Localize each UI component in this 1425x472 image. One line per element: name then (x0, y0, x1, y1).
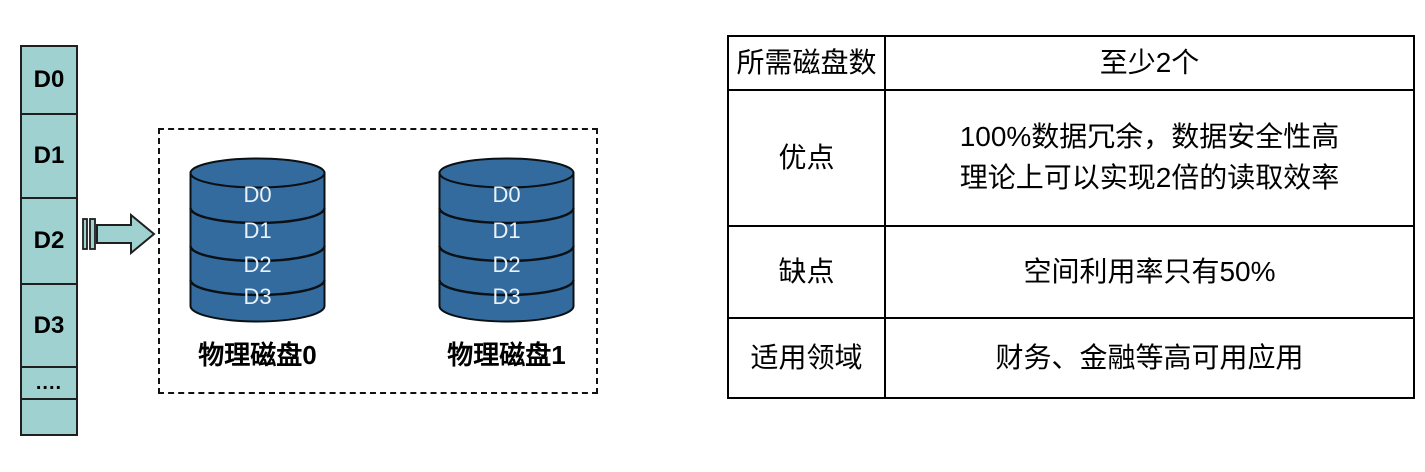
stripe-cell-d0: D0 (20, 45, 78, 115)
raid1-info-table: 所需磁盘数 至少2个 优点 100%数据冗余，数据安全性高 理论上可以实现2倍的… (727, 35, 1415, 399)
disk1-label: 物理磁盘1 (447, 340, 566, 370)
stripe-cell-d3: D3 (20, 283, 78, 368)
disk-cylinder-icon: D0 D1 D2 D3 (189, 157, 326, 323)
disk0-block-d3: D3 (243, 284, 271, 309)
table-header-disadvantages: 缺点 (729, 225, 884, 317)
logical-block-column: D0 D1 D2 D3 .... (20, 45, 78, 436)
disk0-label: 物理磁盘0 (198, 340, 317, 370)
advantages-line-2: 理论上可以实现2倍的读取效率 (959, 162, 1340, 193)
disk0-block-d1: D1 (243, 218, 271, 243)
disk0-block-d2: D2 (243, 252, 271, 277)
stripe-cell-empty (20, 398, 78, 436)
disk1-block-d1: D1 (492, 218, 520, 243)
table-header-application-field: 适用领域 (729, 317, 884, 397)
right-block-arrow-icon (82, 212, 156, 256)
table-value-disks-required: 至少2个 (884, 37, 1413, 89)
advantages-line-1: 100%数据冗余，数据安全性高 (959, 121, 1340, 153)
physical-disk-1: D0 D1 D2 D3 物理磁盘1 (438, 156, 575, 372)
physical-disk-0: D0 D1 D2 D3 物理磁盘0 (189, 156, 326, 372)
disk1-block-d0: D0 (492, 182, 520, 207)
table-header-advantages: 优点 (729, 89, 884, 225)
disk1-block-d2: D2 (492, 252, 520, 277)
stripe-cell-d2: D2 (20, 197, 78, 285)
stripe-cell-d1: D1 (20, 113, 78, 199)
disk-cylinder-icon: D0 D1 D2 D3 (438, 157, 575, 323)
disk1-block-d3: D3 (492, 284, 520, 309)
table-header-disks-required: 所需磁盘数 (736, 46, 877, 78)
table-value-application-field: 财务、金融等高可用应用 (884, 317, 1413, 397)
table-value-advantages: 100%数据冗余，数据安全性高 理论上可以实现2倍的读取效率 (884, 89, 1413, 225)
stripe-cell-ellipsis: .... (20, 366, 78, 400)
table-value-disadvantages: 空间利用率只有50% (884, 225, 1413, 317)
mirror-group-box: D0 D1 D2 D3 物理磁盘0 D0 D1 D2 D3 物理磁盘1 (158, 128, 598, 394)
disk0-block-d0: D0 (243, 182, 271, 207)
